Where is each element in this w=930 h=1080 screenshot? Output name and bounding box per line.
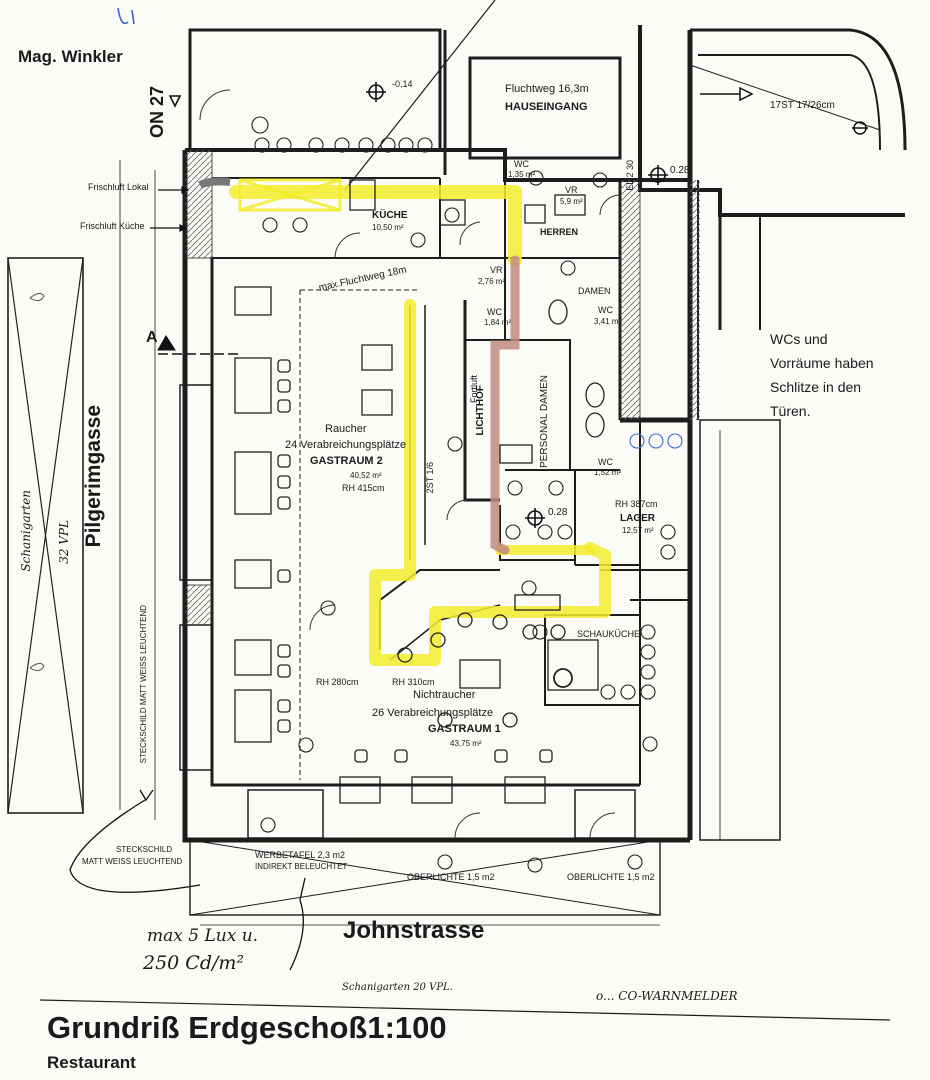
wc4-label: WC — [598, 457, 613, 467]
vr2-label: VR — [490, 265, 503, 275]
el-label: EL 2 30 — [625, 160, 635, 191]
north-marker-label: ON 27 — [147, 86, 167, 139]
garden-left-label2: 32 VPL — [57, 520, 71, 564]
furniture — [234, 179, 605, 804]
elevation-center: 0.28 — [548, 507, 568, 518]
wc1-label: WC — [514, 159, 529, 169]
equipment-circles — [251, 116, 683, 873]
kitchen-area: 10,50 m² — [372, 223, 404, 232]
signature — [117, 7, 135, 25]
fresh-air-duct — [198, 177, 231, 189]
gastraum1-label2: 26 Verabreichungsplätze — [372, 707, 494, 719]
board-line1: WERBETAFEL 2,3 m2 — [255, 850, 346, 860]
wc4-area: 1,52 m² — [594, 468, 622, 477]
personal-label: PERSONAL DAMEN — [539, 375, 550, 468]
fortluft-label: Fortluft — [469, 375, 479, 404]
gastraum2-name: GASTRAUM 2 — [310, 455, 383, 467]
author-name: Mag. Winkler — [18, 47, 123, 66]
gastraum2-label1: Raucher — [325, 423, 367, 435]
section-marker-a — [157, 335, 240, 355]
section-marker-label: A — [146, 329, 158, 346]
gastraum2-height: RH 415cm — [342, 483, 385, 493]
wc2-area: 1,84 m² — [484, 318, 512, 327]
elevation-top: -0,14 — [392, 79, 413, 89]
light-limit-line1: max 5 Lux u. — [147, 926, 259, 946]
door-swings — [199, 89, 621, 839]
note-line3: Schlitze in den — [770, 379, 862, 395]
building-walls — [39, 0, 907, 1021]
vr1-label: VR — [565, 185, 578, 195]
gastraum1-label1: Nichtraucher — [413, 689, 476, 701]
wc3-area: 3,41 m² — [594, 317, 622, 326]
stair-label: 17ST 17/26cm — [770, 100, 835, 111]
entrance-label: HAUSEINGANG — [505, 101, 588, 113]
street-left: Pilgerimgasse — [82, 405, 105, 548]
note-line4: Türen. — [770, 403, 811, 419]
elevation-right: 0.28 — [670, 165, 690, 176]
fresh-air-room: Frischluft Lokal — [88, 182, 149, 192]
hatched-walls — [184, 149, 700, 626]
gastraum2-area: 40,52 m² — [350, 471, 382, 480]
light-limit-line2: 250 Cd/m² — [143, 952, 245, 974]
elevation-markers — [366, 82, 668, 528]
gastraum2-label2: 24 Verabreichungsplätze — [285, 439, 407, 451]
garden-sketches — [29, 292, 45, 672]
vr1-area: 5,9 m² — [560, 197, 583, 206]
garden-bottom-label: Schanigarten 20 VPL. — [342, 982, 453, 993]
schaukueche-label: SCHAUKÜCHE — [577, 629, 641, 639]
lager-height: RH 387cm — [615, 499, 658, 509]
note-line2: Vorräume haben — [770, 355, 874, 371]
sign-pointer-arrows — [69, 789, 306, 971]
skylight-2: OBERLICHTE 1,5 m2 — [567, 872, 655, 882]
gastraum1-height-left: RH 280cm — [316, 677, 359, 687]
sign-vertical: STECKSCHILD MATT WEISS LEUCHTEND — [139, 605, 148, 764]
sign-bottom-1: STECKSCHILD — [116, 845, 173, 854]
footer-title: Grundriß Erdgeschoß1:100 — [47, 1010, 447, 1045]
note-line1: WCs und — [770, 331, 828, 347]
kitchen-name: KÜCHE — [372, 210, 408, 221]
vr2-area: 2,76 m² — [478, 277, 506, 286]
sign-bottom-2: MATT WEISS LEUCHTEND — [82, 857, 183, 866]
wc3-label: WC — [598, 305, 613, 315]
gastraum1-area: 43,75 m² — [450, 739, 482, 748]
herren-label: HERREN — [540, 227, 579, 237]
gastraum1-height-right: RH 310cm — [392, 677, 435, 687]
north-marker — [168, 95, 182, 108]
damen-label: DAMEN — [578, 286, 611, 296]
footer-subtitle: Restaurant — [47, 1053, 136, 1072]
gastraum1-name: GASTRAUM 1 — [428, 723, 501, 735]
escape-route-highlight — [229, 178, 611, 666]
lager-area: 12,57 m² — [622, 526, 654, 535]
exhaust-duct — [490, 255, 520, 555]
stair-arrows — [700, 86, 868, 135]
garden-left-label1: Schanigarten — [19, 490, 33, 572]
street-bottom: Johnstrasse — [343, 917, 485, 944]
skylight-1: OBERLICHTE 1,5 m2 — [407, 872, 495, 882]
co-warning-legend: o... CO-WARNMELDER — [596, 989, 738, 1003]
board-line2: INDIREKT BELEUCHTET — [255, 862, 348, 871]
fresh-air-kitchen: Frischluft Küche — [80, 221, 145, 231]
fresh-air-arrows — [150, 186, 190, 232]
wc1-area: 1,35 m² — [508, 170, 536, 179]
schanigarten-left-box — [7, 257, 84, 814]
wc2-label: WC — [487, 307, 502, 317]
service-stair-label: 2ST 1/6 — [425, 462, 435, 494]
escape-route-top: Fluchtweg 16,3m — [505, 83, 589, 95]
lager-name: LAGER — [620, 513, 655, 524]
